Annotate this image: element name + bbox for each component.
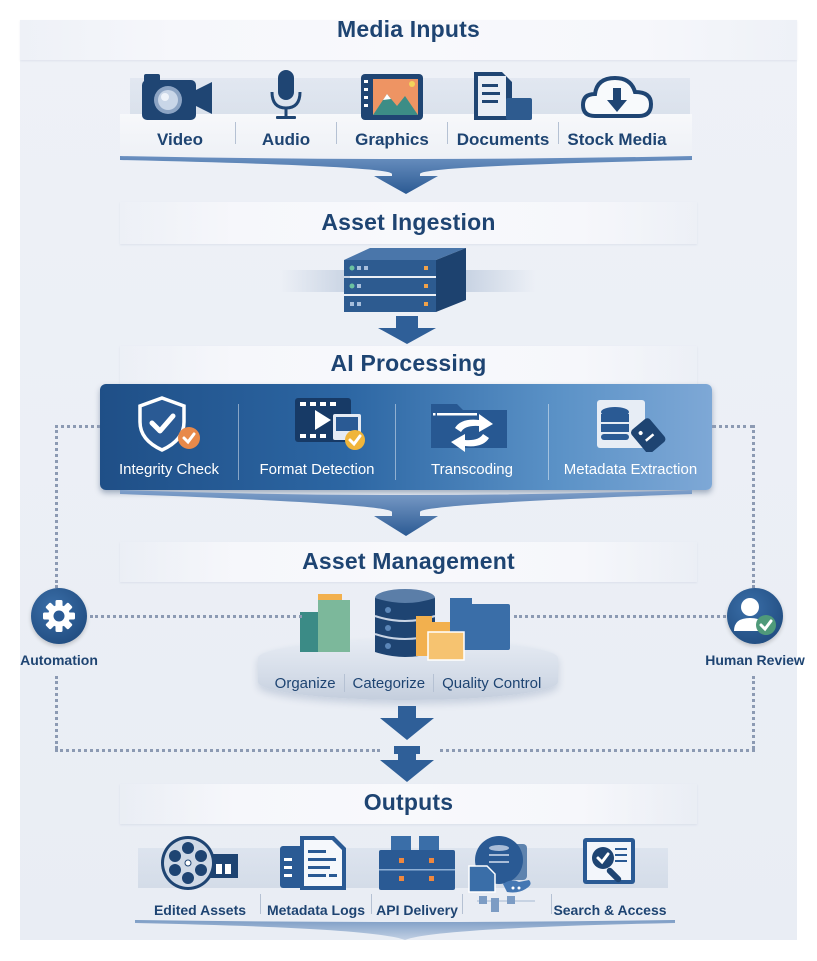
ai-step-integrity-check[interactable]: Integrity Check (100, 384, 238, 490)
media-inputs-title: Media Inputs (337, 16, 480, 42)
feedback-line (55, 749, 380, 752)
outputs-row: Edited Assets Metadata Logs API Delivery (140, 826, 668, 918)
ingestion-input-bar (280, 270, 350, 292)
asset-management-actions: Organize Categorize Quality Control (258, 674, 558, 692)
arrow-down-icon (120, 156, 692, 194)
side-node-label: Human Review (705, 652, 805, 668)
asset-ingestion-title: Asset Ingestion (321, 209, 496, 235)
output-database-network[interactable] (463, 834, 551, 918)
side-node-label: Automation (20, 652, 98, 668)
media-input-audio[interactable]: Audio (236, 68, 336, 150)
ai-step-label: Integrity Check (118, 461, 220, 478)
media-inputs-label-shelf (120, 114, 692, 156)
ai-processing-panel: Integrity Check Format Detection Transco… (100, 384, 712, 490)
output-metadata-logs[interactable]: Metadata Logs (261, 834, 371, 918)
search-document-icon (583, 838, 635, 884)
divider (395, 404, 396, 480)
outputs-title: Outputs (363, 789, 454, 815)
cloud-download-icon (580, 75, 654, 118)
divider (447, 122, 448, 144)
server-stack-icon (344, 248, 466, 312)
action-quality-control[interactable]: Quality Control (442, 674, 542, 692)
user-check-icon (734, 598, 776, 635)
folder-sync-icon (431, 404, 507, 452)
output-label: Search & Access (553, 902, 667, 918)
asset-management-title: Asset Management (302, 548, 515, 574)
arrow-down-icon (135, 920, 675, 940)
output-edited-assets[interactable]: Edited Assets (140, 834, 260, 918)
side-node-human-review[interactable]: Human Review (700, 588, 810, 668)
image-icon (361, 74, 423, 120)
ai-step-metadata-extraction[interactable]: Metadata Extraction (549, 384, 712, 490)
feedback-line (55, 676, 58, 749)
media-input-label: Documents (456, 130, 550, 149)
media-input-video[interactable]: Video (125, 72, 235, 150)
divider (235, 122, 236, 144)
ai-step-format-detection[interactable]: Format Detection (239, 384, 395, 490)
ai-step-label: Metadata Extraction (563, 461, 698, 478)
action-organize[interactable]: Organize (274, 674, 336, 692)
film-play-icon (295, 398, 365, 450)
feedback-line (752, 676, 755, 749)
ai-step-label: Transcoding (431, 461, 513, 478)
database-network-icon (468, 836, 535, 912)
shield-check-icon (138, 396, 200, 452)
divider (433, 674, 435, 692)
ai-processing-title: AI Processing (330, 350, 487, 376)
media-input-documents[interactable]: Documents (448, 70, 558, 150)
media-input-label: Stock Media (567, 130, 667, 149)
outputs-header-band (120, 784, 697, 824)
output-search-access[interactable]: Search & Access (552, 834, 668, 918)
arrow-down-icon (120, 490, 692, 536)
divider (371, 894, 372, 914)
feedback-line (55, 425, 100, 428)
divider (238, 404, 239, 480)
output-api-delivery[interactable]: API Delivery (372, 834, 462, 918)
api-server-icon (379, 836, 455, 890)
divider (462, 894, 463, 914)
side-node-automation[interactable]: Automation (20, 588, 98, 668)
feedback-line (90, 615, 302, 618)
arrow-down-icon (380, 706, 434, 782)
divider (260, 894, 261, 914)
ai-step-label: Format Detection (259, 461, 375, 478)
ingestion-output-bar (466, 270, 536, 292)
arrow-down-icon (378, 316, 436, 344)
divider (551, 894, 552, 914)
database-tag-icon (596, 400, 665, 452)
microphone-icon (270, 70, 302, 119)
video-camera-icon (142, 74, 212, 120)
gear-icon (43, 600, 75, 632)
media-input-graphics[interactable]: Graphics (337, 72, 447, 150)
media-input-stock-media[interactable]: Stock Media (559, 72, 675, 150)
media-inputs-header-band (20, 20, 797, 60)
media-input-label: Audio (261, 130, 311, 149)
feedback-line (55, 425, 58, 588)
output-label: Edited Assets (153, 902, 247, 918)
feedback-line (712, 425, 754, 428)
film-reel-icon (161, 836, 238, 890)
human-review-badge (727, 588, 783, 644)
document-icon (474, 72, 532, 120)
asset-management-header-band (120, 542, 697, 582)
database-folders-icon (300, 589, 510, 661)
feedback-line (752, 425, 755, 588)
divider (343, 674, 345, 692)
divider (558, 122, 559, 144)
media-inputs-row: Video Audio Graphics Documents (125, 66, 675, 150)
divider (548, 404, 549, 480)
automation-badge (31, 588, 87, 644)
ai-processing-header-band (120, 346, 697, 386)
asset-ingestion-header-band (120, 202, 697, 244)
feedback-line (440, 749, 755, 752)
output-label: Metadata Logs (266, 902, 365, 918)
output-label: API Delivery (376, 902, 458, 918)
media-input-label: Video (157, 130, 203, 149)
ai-step-transcoding[interactable]: Transcoding (396, 384, 548, 490)
media-input-label: Graphics (355, 130, 429, 149)
log-document-icon (280, 836, 346, 890)
action-categorize[interactable]: Categorize (352, 674, 426, 692)
divider (336, 122, 337, 144)
feedback-line (514, 615, 726, 618)
